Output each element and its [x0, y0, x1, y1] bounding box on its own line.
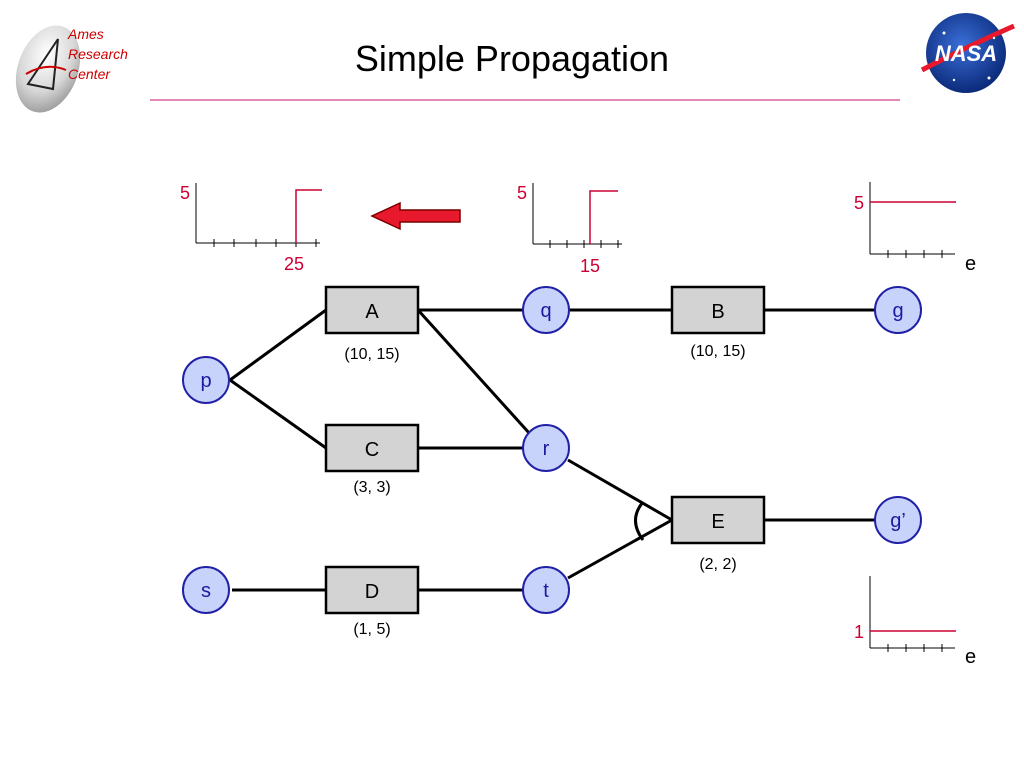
node-s: s — [182, 566, 230, 614]
node-g-label: g — [892, 300, 903, 322]
edge-A-r — [416, 308, 532, 436]
plot-1-axes — [195, 183, 320, 247]
plot-1: 5 25 — [180, 183, 322, 274]
plot-2-y-label: 5 — [517, 183, 527, 203]
plot-3-axes — [869, 182, 955, 258]
plot-1-y-label: 5 — [180, 183, 190, 203]
box-C: C — [324, 423, 420, 473]
plot-4-y-label: 1 — [854, 622, 864, 642]
nasa-meatball-icon: NASA — [920, 13, 1016, 93]
box-D-interval: (1, 5) — [353, 621, 390, 638]
ames-emblem-icon — [15, 25, 81, 113]
node-t: t — [522, 566, 570, 614]
plot-2-axes — [532, 183, 622, 248]
plot-1-x-label: 25 — [284, 254, 304, 274]
nasa-logo-text: NASA — [935, 41, 997, 66]
edges — [229, 308, 876, 592]
node-q: q — [522, 286, 570, 334]
node-r-label: r — [543, 438, 550, 460]
box-D-label: D — [365, 581, 379, 603]
plot-4: 1 e — [854, 576, 976, 668]
box-D: D — [324, 565, 420, 615]
edge-t-E — [567, 518, 673, 580]
ames-line-3: Center — [68, 66, 111, 82]
plot-4-axes — [869, 576, 955, 652]
plot-2-step — [589, 190, 618, 244]
node-r: r — [522, 424, 570, 472]
ames-logo — [8, 14, 148, 124]
node-q-label: q — [540, 300, 551, 322]
and-arc — [634, 501, 645, 541]
node-g-prime: g’ — [874, 496, 922, 544]
box-C-interval: (3, 3) — [353, 479, 390, 496]
box-C-label: C — [365, 439, 379, 461]
node-t-label: t — [543, 580, 549, 602]
box-E-interval: (2, 2) — [699, 556, 736, 573]
plot-3-axis-name: e — [965, 253, 976, 275]
box-A-label: A — [365, 301, 379, 323]
node-g-prime-label: g’ — [890, 510, 906, 532]
plot-2-x-label: 15 — [580, 256, 600, 276]
node-g: g — [874, 286, 922, 334]
edge-r-E — [567, 458, 673, 522]
box-A-interval: (10, 15) — [344, 346, 399, 363]
nasa-logo: NASA — [914, 8, 1020, 98]
left-arrow-icon — [370, 201, 461, 231]
box-E-label: E — [711, 511, 724, 533]
box-A: A — [324, 285, 420, 335]
title-divider — [150, 99, 900, 101]
plot-3-y-label: 5 — [854, 193, 864, 213]
node-p: p — [182, 356, 230, 404]
page-title: Simple Propagation — [354, 38, 670, 79]
box-B: B — [670, 285, 766, 335]
node-s-label: s — [201, 580, 211, 602]
node-p-label: p — [200, 370, 211, 392]
edge-p-C — [229, 378, 327, 450]
box-B-label: B — [711, 301, 724, 323]
box-B-interval: (10, 15) — [690, 343, 745, 360]
plot-3: 5 e — [854, 182, 976, 275]
box-E: E — [670, 495, 766, 545]
ames-line-1: Ames — [68, 26, 104, 42]
ames-line-2: Research — [68, 46, 128, 62]
plot-4-axis-name: e — [965, 646, 976, 668]
plot-2: 5 15 — [517, 183, 622, 276]
plot-1-step — [295, 189, 322, 243]
edge-p-A — [229, 308, 327, 382]
